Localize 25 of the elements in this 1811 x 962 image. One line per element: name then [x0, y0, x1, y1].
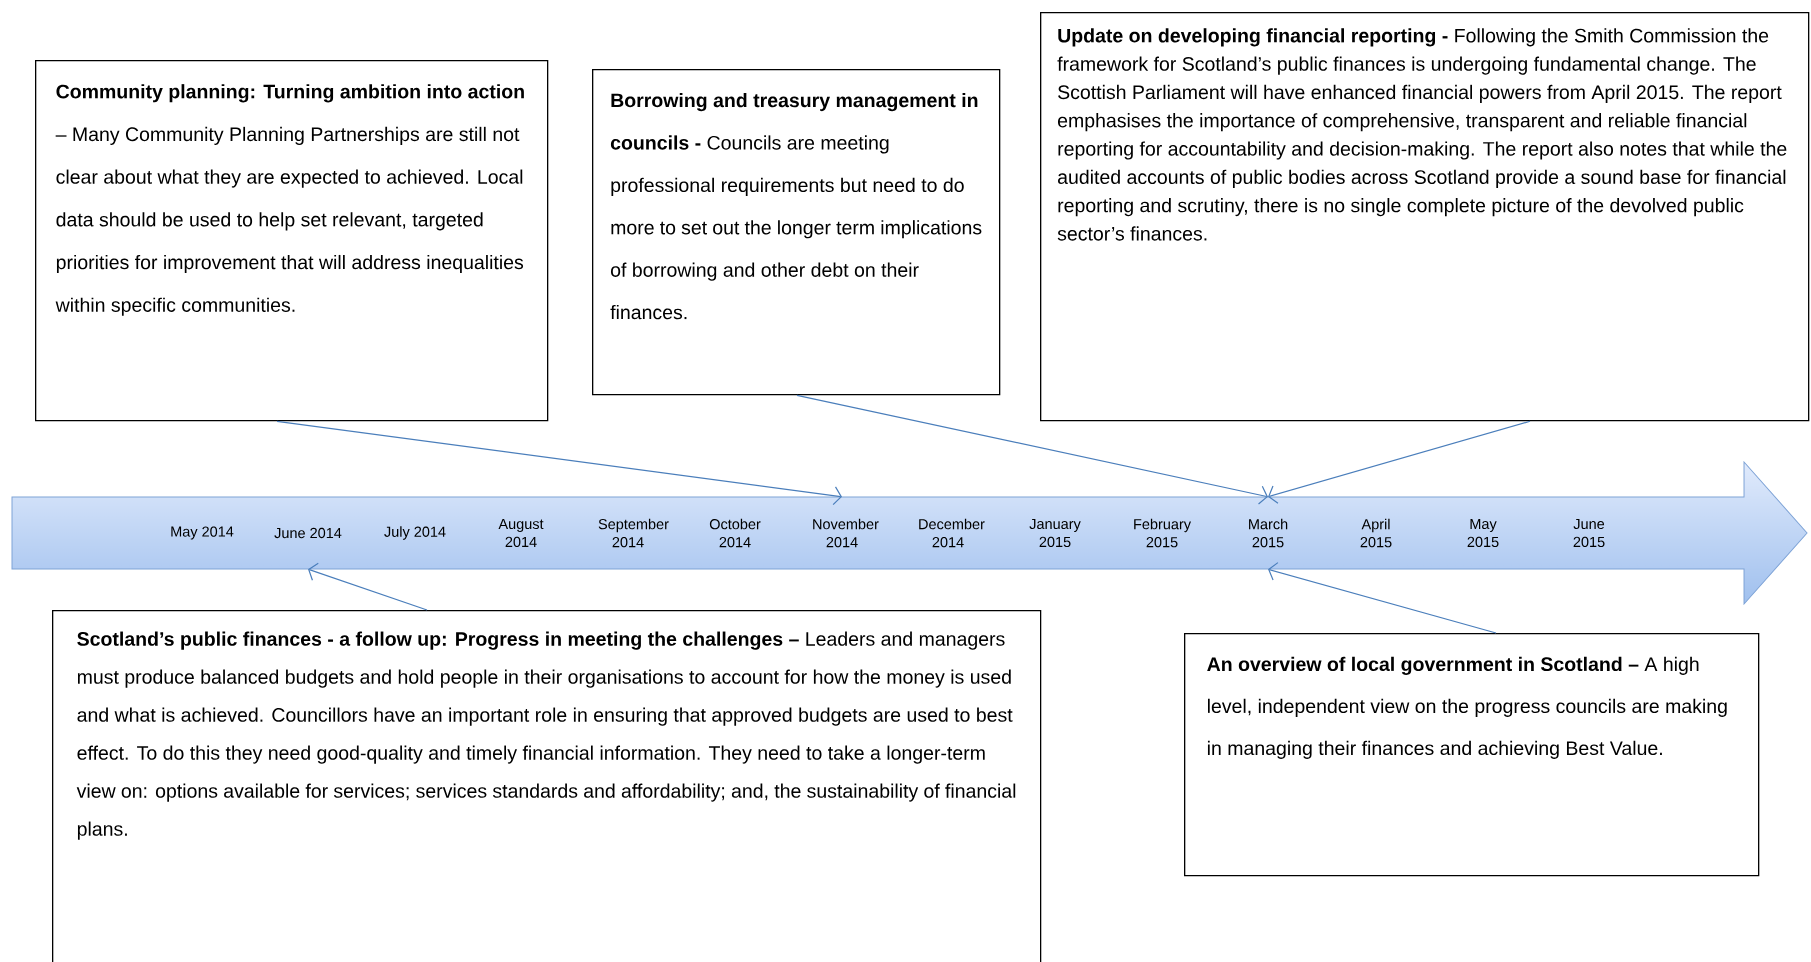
month-label: October 2014: [709, 518, 761, 548]
month-label: July 2014: [384, 526, 446, 540]
month-label: May 2015: [1467, 518, 1499, 548]
month-label: August 2014: [498, 518, 544, 548]
text-box: An overview of local government in Scotland – A high level, independent view on the progress councils are making in managing their finances and achieving Best Value.: [1184, 633, 1760, 877]
month-label: September 2014: [598, 518, 669, 548]
arrow: [308, 562, 428, 611]
month-label: December 2014: [919, 518, 985, 548]
text-box: Borrowing and treasury management in councils - Councils are meeting professional requirements but need to do more to set out the longer term implications of borrowing and other debt on their finances.: [592, 69, 1001, 396]
arrow: [1268, 420, 1531, 504]
arrow: [796, 394, 1268, 505]
timeline-arrow: [11, 461, 1808, 605]
month-label: June 2014: [274, 527, 342, 539]
text-box: Scotland’s public finances - a follow up: Progress in meeting the challenges – Leaders and managers must produce balanced budgets and hold people in their organisations to account for how the money is used and what is achieved. Councillors have an important role in ensuring that approved budgets are used to best effect. To do this they need good-quality and timely financial information. They need to take a longer-term view on: options available for services; services standards and affordability; and, the sustainability of financial plans.: [52, 610, 1042, 962]
arrow: [1268, 562, 1497, 634]
text-box: Community planning: Turning ambition into action – Many Community Planning Partnerships are still not clear about what they are expected to achieved. Local data should be used to help set relevant, targeted priorities for improvement that will address inequalities within specific communities.: [35, 60, 549, 422]
month-label: January 2015: [1029, 518, 1081, 548]
month-label: May 2014: [171, 526, 234, 540]
month-label: November 2014: [813, 518, 879, 548]
month-label: February 2015: [1134, 518, 1191, 548]
month-label: March 2015: [1249, 518, 1288, 548]
month-label: April 2015: [1360, 518, 1392, 548]
text-box: Update on developing financial reporting - Following the Smith Commission the framework for Scotland’s public finances is undergoing fundamental change. The Scottish Parliament will have enhanced financial powers from April 2015. The report emphasises the importance of comprehensive, transparent and reliable financial reporting for accountability and decision-making. The report also notes that while the audited accounts of public bodies across Scotland provide a sound base for financial reporting and scrutiny, there is no single complete picture of the devolved public sector’s finances.: [1040, 12, 1810, 422]
arrow: [276, 420, 842, 506]
month-label: June 2015: [1573, 518, 1605, 548]
